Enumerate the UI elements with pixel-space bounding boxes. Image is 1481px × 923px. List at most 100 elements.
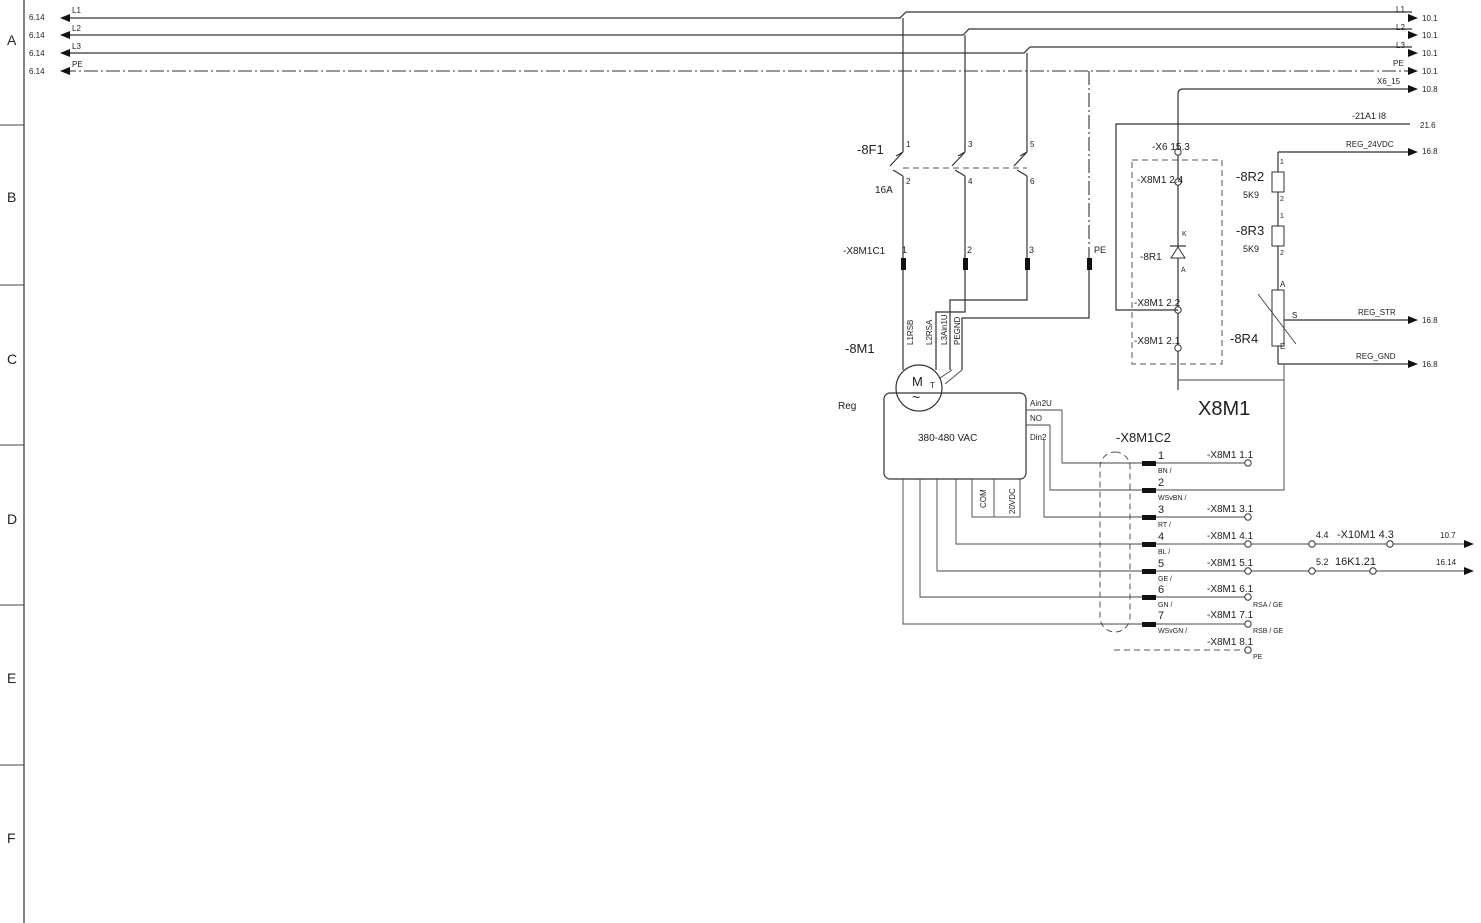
out-x10-tag: -X10M1 4.3 <box>1337 529 1394 541</box>
c2-sub-6: RSA / GE <box>1253 602 1283 609</box>
rail-l3-label: L3 <box>72 42 81 51</box>
motor-wire-l3: L3Ain1U <box>940 314 949 345</box>
rail-l3-right-ref: 10.1 <box>1422 49 1438 58</box>
r4-tag: -8R4 <box>1230 331 1258 346</box>
r2-pin-2: 2 <box>1280 196 1284 203</box>
c2-term-1: -X8M1 1.1 <box>1207 450 1254 461</box>
ref-regstr: REG_STR <box>1358 308 1396 317</box>
c2-color-1: BN / <box>1158 468 1172 475</box>
out-k16-pin: 5.2 <box>1316 557 1329 567</box>
c2-sub-7: RSB / GE <box>1253 628 1284 635</box>
rail-l3-left-ref: 6.14 <box>29 49 45 58</box>
ref-regstr-page: 16.8 <box>1422 316 1438 325</box>
c2-pin-6: 6 <box>1158 584 1164 596</box>
x8m1-block: X8M1 -X6 15.3 -X8M1 2.4 -X8M1 2.2 -X8M1 … <box>1115 111 1436 420</box>
ref-reg24vdc-page: 16.8 <box>1422 147 1438 156</box>
row-label-a: A <box>7 32 17 48</box>
breaker-pin-1: 1 <box>906 140 911 149</box>
motor-io-ain2u: Ain2U <box>1030 399 1052 408</box>
diode-a: A <box>1181 267 1186 274</box>
c2-color-5: GE / <box>1158 576 1172 583</box>
motor-circle <box>895 364 943 412</box>
c2-term-6: -X8M1 6.1 <box>1207 584 1254 595</box>
motor-tag: -8M1 <box>845 341 875 356</box>
resistor-8r3 <box>1271 225 1285 247</box>
potentiometer-8r4 <box>1271 289 1285 347</box>
x8m1-title: X8M1 <box>1198 398 1250 420</box>
resistor-8r2 <box>1271 171 1285 193</box>
breaker-pin-5: 5 <box>1030 140 1035 149</box>
motor-20vdc: 20VDC <box>1008 488 1017 514</box>
motor-com: COM <box>979 489 988 508</box>
r2-tag: -8R2 <box>1236 169 1264 184</box>
r4-pin-s: S <box>1292 311 1297 320</box>
rail-l2-right-label: L2 <box>1396 23 1405 32</box>
c2-term-3: -X8M1 3.1 <box>1207 504 1254 515</box>
motor-wire-l2: L2RSA <box>925 319 934 345</box>
sheet-frame: A B C D E F <box>0 0 25 923</box>
ref-reggnd: REG_GND <box>1356 352 1396 361</box>
ref-reggnd-page: 16.8 <box>1422 360 1438 369</box>
connector-c2-pins <box>1142 461 1156 627</box>
breaker-tag: -8F1 <box>857 142 884 157</box>
c2-color-6: GN / <box>1158 602 1172 609</box>
motor-symbol-t: T <box>930 381 935 390</box>
breaker-rating: 16A <box>875 185 893 196</box>
c2-pin-5: 5 <box>1158 558 1164 570</box>
connector-c1-pe: PE <box>1094 245 1106 255</box>
rail-labels: 6.14 L1 6.14 L2 6.14 L3 6.14 PE L1 10.1 … <box>29 5 1438 94</box>
breaker-pin-3: 3 <box>968 140 973 149</box>
rail-l2-left-ref: 6.14 <box>29 31 45 40</box>
r3-pin-2: 2 <box>1280 250 1284 257</box>
c2-term-8: -X8M1 8.1 <box>1207 637 1254 648</box>
rail-pe-label: PE <box>72 60 83 69</box>
ref-21a1-page: 21.6 <box>1420 121 1436 130</box>
motor-control-box <box>883 392 1027 480</box>
c2-color-3: RT / <box>1158 522 1171 529</box>
rail-l1-left-ref: 6.14 <box>29 13 45 22</box>
c2-pin-7: 7 <box>1158 610 1164 622</box>
resistor-network: REG_24VDC 16.8 -8R2 5K9 -8R3 5K9 -8R4 1 … <box>1230 140 1438 369</box>
row-label-d: D <box>7 511 17 527</box>
ref-21a1: -21A1 I8 <box>1352 111 1386 121</box>
connector-x8m1c2: -X8M1C2 <box>902 364 1474 661</box>
breaker-pin-2: 2 <box>906 177 911 186</box>
out-x10-pin: 4.4 <box>1316 530 1329 540</box>
x8m1-top-terminal: -X6 15.3 <box>1152 142 1190 153</box>
x8m1-terminal-24: -X8M1 2.4 <box>1137 175 1184 186</box>
c2-color-7: WSvGN / <box>1158 628 1187 635</box>
diode-k: K <box>1182 231 1187 238</box>
motor-8m1: M T ~ L1RSB L2RSA L3Ain1U PEGND -8M1 Reg… <box>838 270 1090 518</box>
motor-voltage: 380-480 VAC <box>918 433 977 444</box>
rail-l1-right-ref: 10.1 <box>1422 14 1438 23</box>
row-label-b: B <box>7 189 16 205</box>
r2-pin-1: 1 <box>1280 159 1284 166</box>
r2-value: 5K9 <box>1243 190 1259 200</box>
rail-l2-label: L2 <box>72 24 81 33</box>
c2-color-2: WSvBN / <box>1158 495 1186 502</box>
r3-value: 5K9 <box>1243 244 1259 254</box>
connector-c1-pin-3: 3 <box>1029 245 1034 255</box>
c2-pin-1: 1 <box>1158 450 1164 462</box>
rail-pe-left-ref: 6.14 <box>29 67 45 76</box>
r3-tag: -8R3 <box>1236 223 1264 238</box>
row-label-e: E <box>7 670 16 686</box>
rail-l2-right-ref: 10.1 <box>1422 31 1438 40</box>
r4-pin-e: E <box>1280 342 1285 351</box>
out-k16-tag: 16K1.21 <box>1335 556 1376 568</box>
connector-c1-pin-1: 1 <box>902 245 907 255</box>
rail-l1-label: L1 <box>72 6 81 15</box>
breaker-pin-4: 4 <box>968 177 973 186</box>
motor-symbol-ac: ~ <box>912 389 920 405</box>
row-label-f: F <box>7 830 16 846</box>
c2-term-7: -X8M1 7.1 <box>1207 610 1254 621</box>
c2-color-4: BL / <box>1158 549 1170 556</box>
supply-rails <box>60 11 1418 150</box>
c2-term-4: -X8M1 4.1 <box>1207 531 1254 542</box>
connector-x8m1c1: -X8M1C1 1 2 3 PE <box>843 245 1106 270</box>
x8m1-terminal-21: -X8M1 2.1 <box>1134 336 1181 347</box>
connector-c1-pin-2: 2 <box>967 245 972 255</box>
rail-pe-right-ref: 10.1 <box>1422 67 1438 76</box>
r4-pin-a: A <box>1280 280 1286 289</box>
